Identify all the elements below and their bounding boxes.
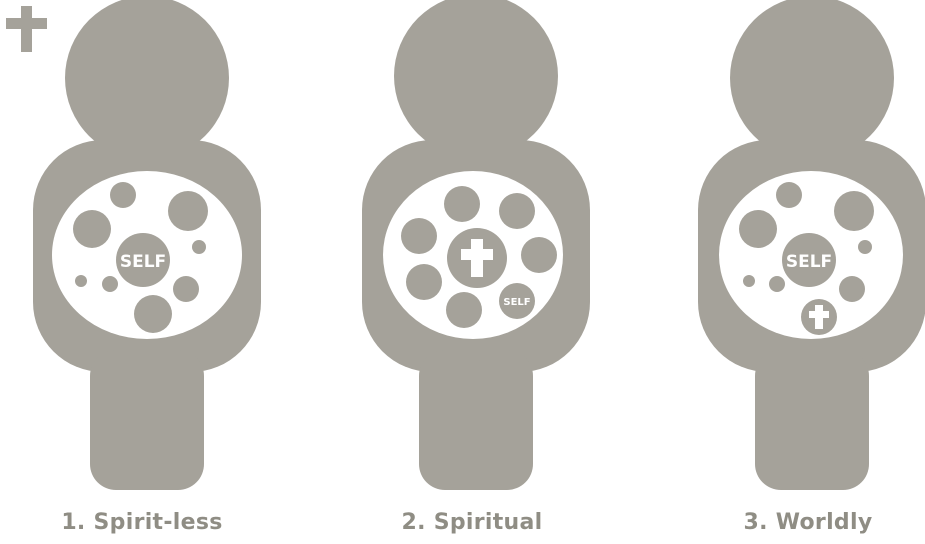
figure-head xyxy=(730,0,894,160)
figure-label-spiritual: 2. Spiritual xyxy=(352,510,592,535)
figure-label-spirit-less: 1. Spirit-less xyxy=(22,510,262,535)
cross-icon xyxy=(6,6,47,52)
figure-head xyxy=(65,0,229,160)
self-label: SELF xyxy=(503,297,530,308)
self-label: SELF xyxy=(786,252,832,272)
figure-spirit-less: SELF xyxy=(33,0,261,490)
self-label: SELF xyxy=(120,252,166,272)
figure-legs xyxy=(755,350,869,490)
figure-label-worldly: 3. Worldly xyxy=(688,510,925,535)
figure-head xyxy=(394,0,558,158)
figure-spiritual: SELF xyxy=(362,0,590,490)
figure-worldly: SELF xyxy=(698,0,925,490)
figure-legs xyxy=(90,350,204,490)
figure-legs xyxy=(419,350,533,490)
